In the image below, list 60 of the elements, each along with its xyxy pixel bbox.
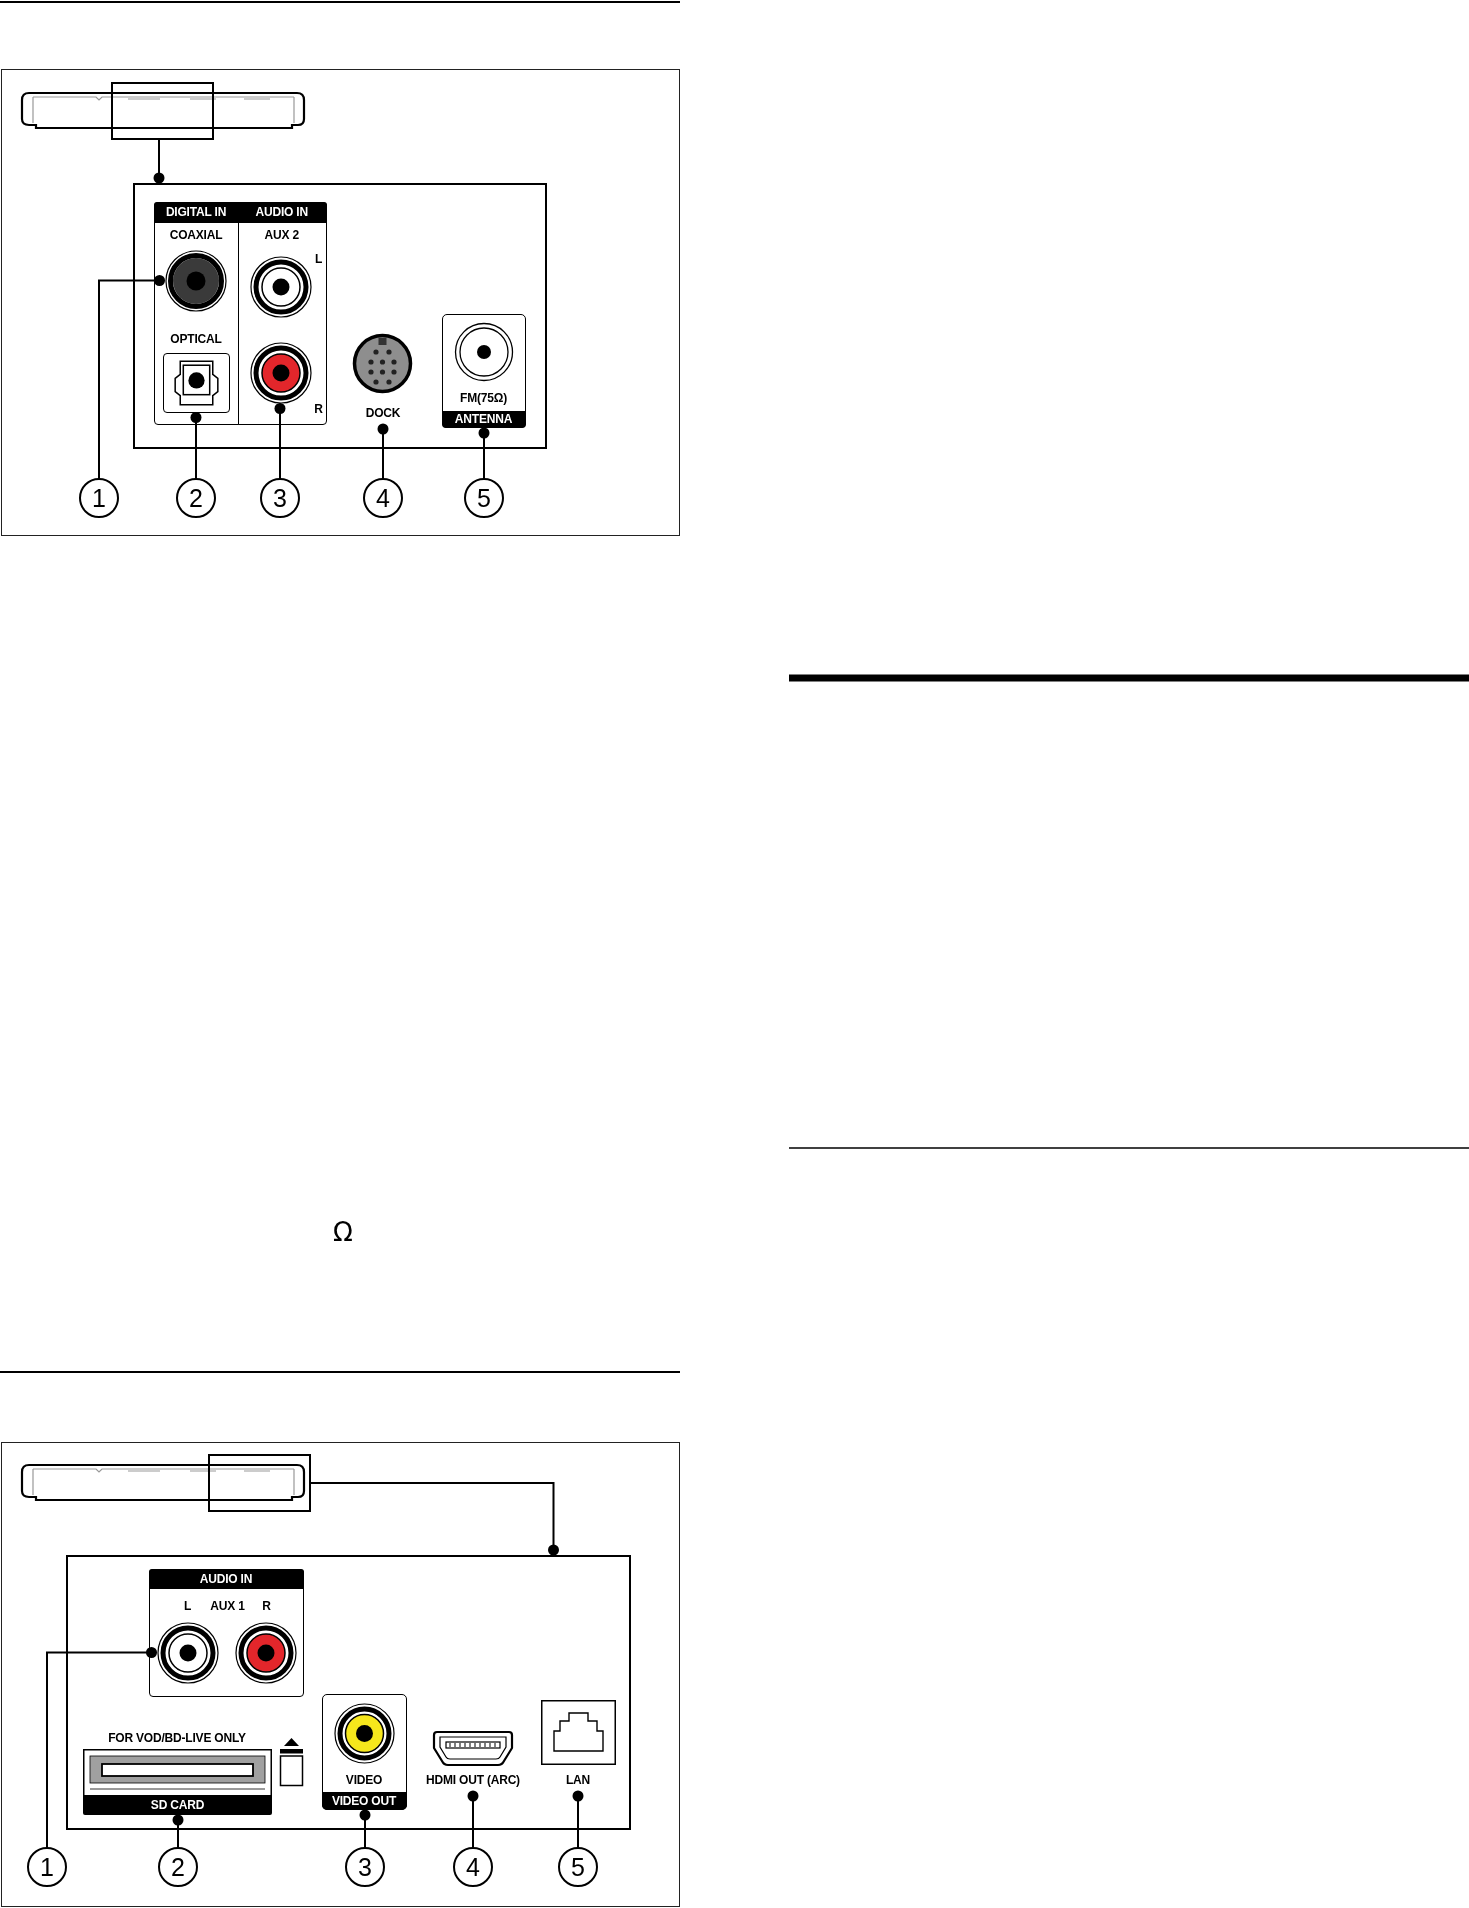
leader-line [46,1647,158,1848]
figure-frame [1,1442,680,1907]
port-label: R [261,1597,272,1615]
callout-number: 3 [260,478,300,518]
leader-line [377,423,389,479]
ohm-symbol-label: Ω [332,1216,354,1249]
callout-number: 2 [158,1847,198,1887]
port-label: HDMI OUT (ARC) [425,1772,521,1789]
connector-panel [149,1569,304,1697]
port-label: L [182,1597,193,1615]
port-label: COAXIAL [168,226,224,244]
panel-heading: ANTENNA [441,410,526,428]
device-drawing [20,90,306,132]
video-out-panel [322,1694,407,1810]
port-label: VIDEO [344,1771,384,1789]
optical-port-icon [162,352,230,413]
panel-heading: DIGITAL IN [153,201,239,223]
antenna-socket-panel [442,314,526,428]
callout-number: 1 [79,478,119,518]
panel-heading: AUDIO IN [237,201,327,223]
callout-number: 1 [27,1847,67,1887]
coaxial-jack-icon [164,249,227,312]
callout-number: 2 [176,478,216,518]
port-label: FM(75Ω) [459,389,508,407]
leader-line [172,1814,184,1848]
port-label: L [313,250,324,268]
port-label: AUX 2 [263,226,300,244]
leader-line [359,1809,371,1848]
zoom-leader-line [310,1482,559,1556]
leader-line [98,275,166,479]
panel-heading: SD CARD [83,1795,272,1815]
rear-panel-closeup [133,183,547,449]
device-drawing [20,1462,306,1504]
connector-panel [237,202,327,425]
callout-number: 5 [464,478,504,518]
audio-jack-icon [156,1621,219,1684]
figure-frame [1,69,680,536]
leader-line [478,427,490,479]
panel-heading: AUDIO IN [148,1568,304,1589]
leader-line [190,411,202,479]
audio-jack-icon [249,341,312,404]
rear-panel-closeup [66,1555,631,1830]
leader-line [467,1790,479,1848]
port-label: R [313,400,324,418]
panel-heading: VIDEO OUT [321,1791,407,1810]
callout-number: 4 [453,1847,493,1887]
zoom-frame [111,82,214,140]
leader-line [572,1790,584,1848]
callout-number: 4 [363,478,403,518]
connector-panel [154,202,239,425]
leader-line [274,402,286,479]
callout-number: 3 [345,1847,385,1887]
port-label: LAN [564,1772,592,1789]
port-label: OPTICAL [169,330,223,348]
zoom-frame [208,1454,311,1512]
port-label: FOR VOD/BD-LIVE ONLY [107,1730,247,1747]
callout-number: 5 [558,1847,598,1887]
port-label: DOCK [364,405,402,422]
port-label: AUX 1 [209,1597,246,1615]
zoom-leader-line [153,139,165,184]
